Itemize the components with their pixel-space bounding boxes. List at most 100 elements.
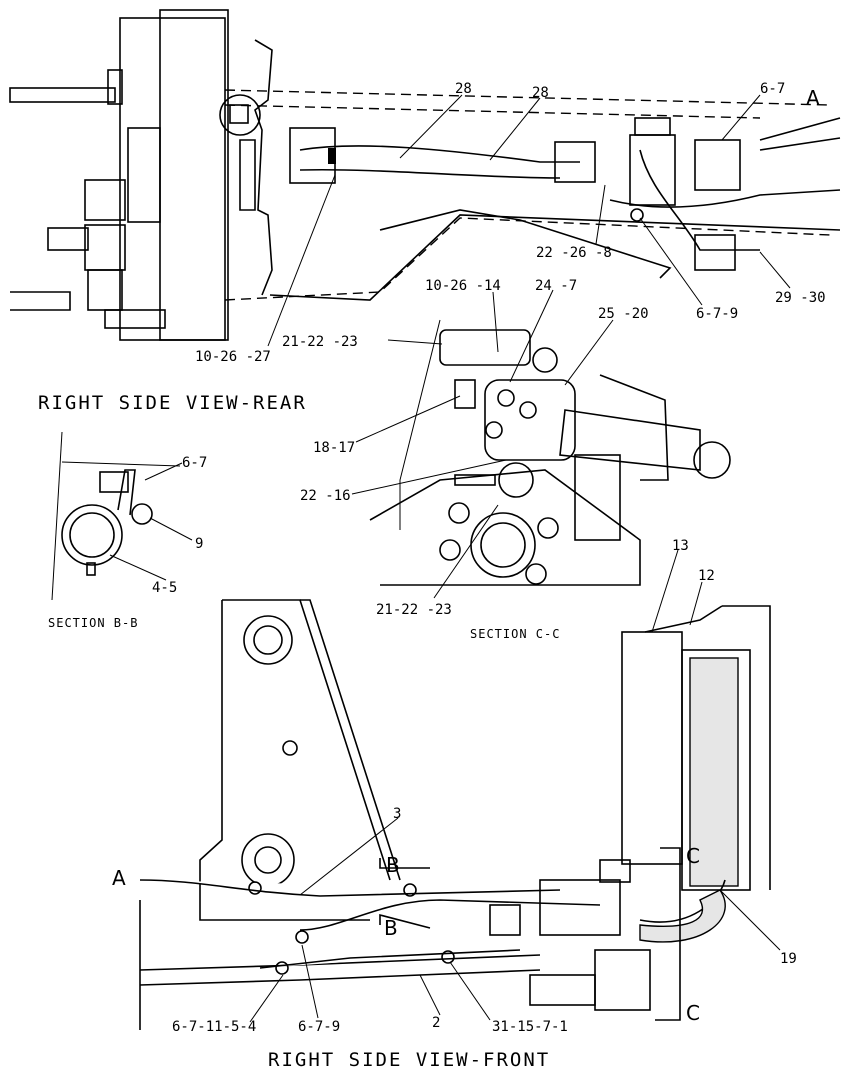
cc-valve-body <box>484 379 576 461</box>
front-elbow-shade <box>639 889 726 943</box>
clip <box>630 208 644 222</box>
front-tank-panel <box>689 657 739 887</box>
cc-hole-1 <box>448 502 470 524</box>
front-pump <box>489 904 521 936</box>
leader-bb-9 <box>149 517 193 541</box>
cc-port-b <box>485 421 503 439</box>
leader-28b <box>489 97 541 161</box>
letter-c-upper: C <box>686 844 700 868</box>
front-valve-cap <box>599 859 631 883</box>
callout-bb-9: 9 <box>195 536 203 552</box>
cc-plate <box>369 469 641 586</box>
section-bb-title: SECTION B-B <box>48 616 138 630</box>
hose-out-top2 <box>759 137 841 151</box>
notched-arm <box>254 39 273 296</box>
cc-hole-2 <box>537 517 559 539</box>
callout-3: 3 <box>393 806 401 822</box>
rear-view-group <box>9 9 841 347</box>
cc-tube <box>599 374 669 481</box>
tank <box>694 234 736 271</box>
bb-top <box>61 461 181 467</box>
leader-12 <box>689 581 703 626</box>
front-upright-right <box>222 599 391 881</box>
housing <box>84 224 126 271</box>
leader-18-17 <box>355 395 461 443</box>
valve-block <box>84 179 126 221</box>
pump-cap <box>634 117 671 136</box>
front-upright-left <box>199 600 370 921</box>
cc-plate-edge <box>399 319 441 530</box>
cc-port <box>498 462 534 498</box>
callout-21-22-23-bot: 21-22 -23 <box>376 602 452 618</box>
leader-6-7-11-5-4 <box>249 974 284 1023</box>
callout-25-20: 25 -20 <box>598 306 649 322</box>
front-top-hose <box>644 605 723 633</box>
hose-loop <box>639 149 760 251</box>
cc-hose-fitting <box>439 329 531 366</box>
leader-28a <box>399 94 463 159</box>
pump-body <box>629 134 676 206</box>
base-plate <box>10 291 71 311</box>
frame-plate <box>119 17 226 341</box>
front-tank-left <box>621 631 683 865</box>
front-tank-right <box>681 649 751 891</box>
callout-29-30: 29 -30 <box>775 290 826 306</box>
callout-6-7-9-top: 6-7-9 <box>696 306 738 322</box>
callout-22-26-8: 22 -26 -8 <box>536 245 612 261</box>
cc-cylinder-eye <box>693 441 731 479</box>
front-clip-mid <box>403 883 417 897</box>
leader-25-20 <box>564 319 614 386</box>
callout-bb-6-7: 6-7 <box>182 455 207 471</box>
cc-cylinder <box>559 409 701 471</box>
front-hose-top <box>139 879 561 897</box>
lever-block <box>107 69 123 105</box>
callout-6-7-top: 6-7 <box>760 81 785 97</box>
leader-21-22-23-bot <box>433 504 499 599</box>
callout-12: 12 <box>698 568 715 584</box>
leader-2 <box>419 974 441 1016</box>
bb-bolt-head <box>99 471 129 493</box>
letter-a-front: A <box>112 866 126 890</box>
leader-10-26-14 <box>492 291 499 353</box>
front-upright-inner <box>300 599 401 881</box>
leader-22-26-8 <box>595 184 606 245</box>
section-cc-title: SECTION C-C <box>470 627 560 641</box>
hose-upper <box>299 145 580 163</box>
valve-right <box>694 139 741 191</box>
leader-6-7-9 <box>639 217 703 306</box>
hose-return <box>609 189 841 208</box>
bb-small-tube <box>131 503 153 525</box>
rail-dashed-top <box>224 89 831 106</box>
b-arrow-upper <box>379 858 430 869</box>
cc-port-a <box>497 389 515 407</box>
cc-bracket <box>574 454 621 541</box>
front-fitting-a <box>295 930 309 944</box>
letter-a-top: A <box>806 86 820 110</box>
callout-24-7: 24 -7 <box>535 278 577 294</box>
front-boss-top-inner <box>253 625 283 655</box>
mount-foot <box>104 309 166 329</box>
front-fitting-b <box>275 961 289 975</box>
housing-lower <box>87 269 123 311</box>
cc-center-bore <box>480 522 526 568</box>
frame-bracket <box>127 127 161 223</box>
rail-dashed-2 <box>224 104 761 119</box>
front-hose-mid <box>299 899 601 931</box>
callout-6-7-11-5-4: 6-7-11-5-4 <box>172 1019 256 1035</box>
cc-hole-3 <box>439 539 461 561</box>
rear-view-title: RIGHT SIDE VIEW-REAR <box>38 392 307 414</box>
rail-solid-low <box>269 214 841 301</box>
b-arrow-lower <box>379 913 431 929</box>
leader-24-7 <box>509 289 554 383</box>
bb-tube-inner <box>69 512 115 558</box>
fitting-mid <box>554 141 596 183</box>
front-tank-edge <box>722 605 771 890</box>
gear-rack <box>239 139 256 211</box>
bb-tube-outer <box>61 504 123 566</box>
front-hose-elbow <box>639 879 726 923</box>
leader-22-16 <box>351 459 507 495</box>
section-bb-group <box>51 431 193 601</box>
leader-21-22-23-top <box>387 339 443 345</box>
front-mount-base <box>529 974 596 1006</box>
